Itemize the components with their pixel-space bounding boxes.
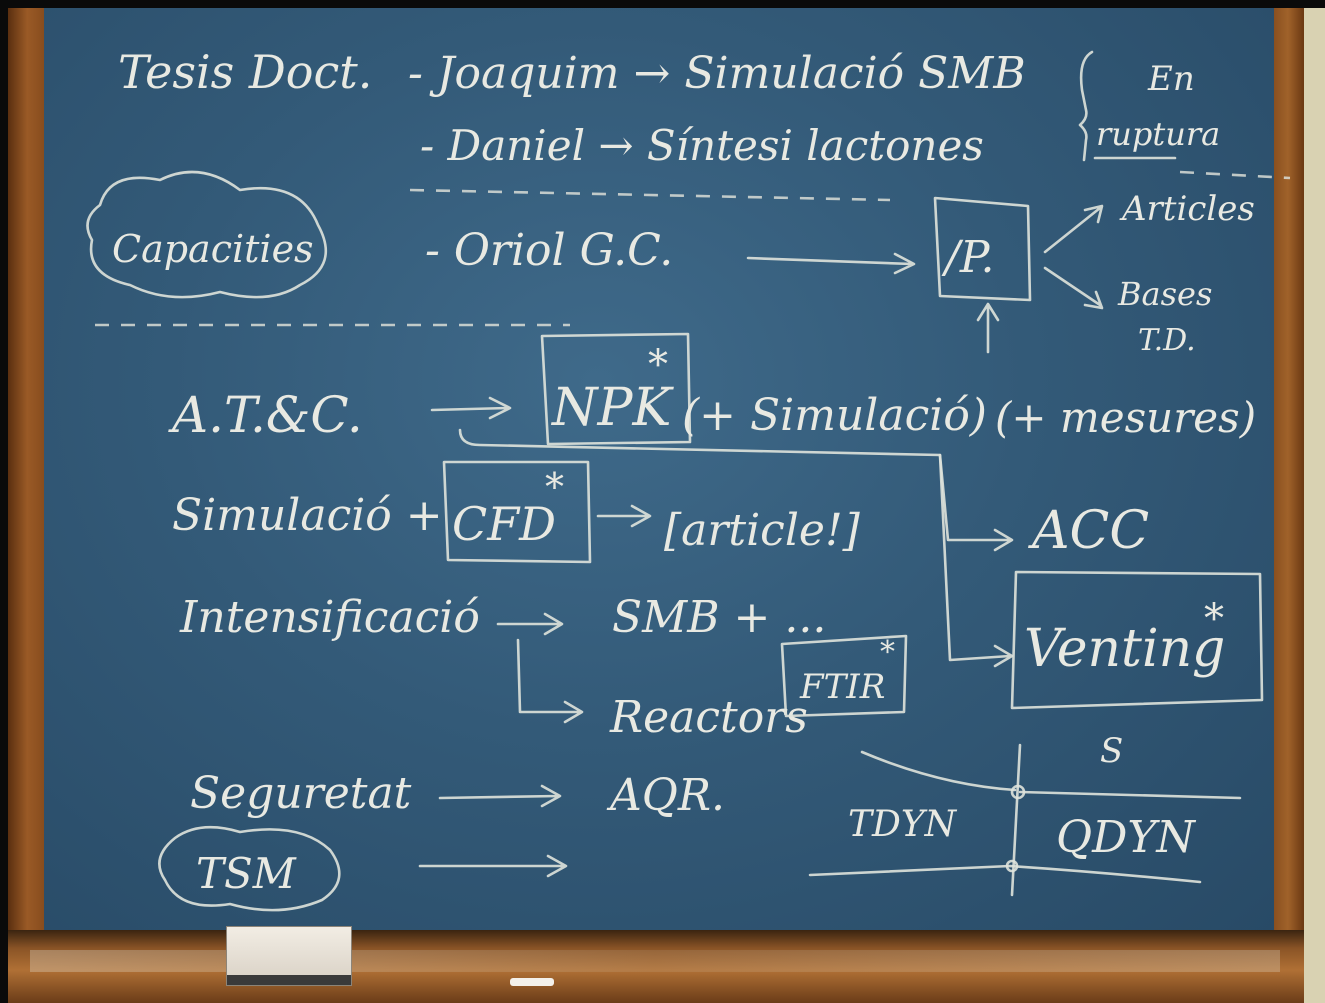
bracket-note-ruptura: ruptura [1096,115,1220,153]
connector-to-venting [938,453,1014,668]
npk-mesures: (+ mesures) [995,393,1256,442]
npk-simulacio: (+ Simulació) [682,390,987,441]
aqr-label: AQR. [606,770,725,821]
chalk-ledge [8,930,1304,1003]
articles-label: Articles [1119,189,1255,229]
atc-label: A.T.&C. [168,386,363,444]
node-upper [1010,784,1026,800]
acc-label: ACC [1028,501,1149,561]
lower-line [808,864,1202,884]
simulacio-label: Simulació + [172,490,443,541]
curly-bracket [1078,50,1094,162]
reactors-label: Reactors [609,692,808,743]
vertical-axis [1010,743,1022,897]
article-bracket: [article!] [664,505,861,556]
npk-box-outline [540,332,692,446]
oriol-item: - Oriol G.C. [425,225,673,276]
ftir-box-label: FTIR [799,667,885,707]
divider-1b [1179,170,1291,180]
cloud-tsm [158,825,341,912]
node-lower [1005,859,1019,873]
ftir-asterisk: * [880,635,895,670]
tdyn-curve [860,750,1017,792]
arrow-seguretat-aqr [438,784,562,808]
tdyn-label: TDYN [848,804,958,845]
tsm-label: TSM [196,849,297,898]
wall [1304,8,1325,1003]
bases-td-label: T.D. [1138,323,1196,358]
arrow-intens-reactors [516,638,584,724]
ip-box-outline [933,196,1032,302]
ftir-box-outline [780,634,908,718]
smb-label: SMB + ... [612,592,826,643]
divider-1 [409,188,891,202]
intensificacio-label: Intensificació [179,592,480,643]
thesis-label: Tesis Doct. [118,45,372,99]
chalkboard [44,8,1274,940]
arrow-ip-bases [1043,266,1104,310]
bases-label: Bases [1117,275,1212,313]
arrow-cfd-article [596,504,652,528]
s-mark: S [1100,731,1123,771]
arrow-intens-smb [496,612,564,636]
arrow-oriol-ip [746,252,916,275]
arrow-tsm [418,854,568,878]
ip-box-label: /P. [941,232,995,283]
npk-asterisk: * [648,342,668,388]
npk-box-label: NPK [550,378,674,438]
connector-to-acc [458,428,1014,552]
venting-box-label: Venting [1024,619,1225,679]
arrow-atc-npk [430,396,512,420]
venting-asterisk: * [1204,596,1224,642]
arrow-ip-articles [1043,204,1104,254]
upper-line [1018,790,1242,800]
venting-box-outline [1010,570,1264,710]
capacities-label: Capacities [112,227,314,271]
board-eraser [226,926,352,986]
chalk-stick [510,978,554,986]
seguretat-label: Seguretat [190,768,412,819]
thesis-item-joaquim: - Joaquim → Simulació SMB [408,48,1026,99]
cloud-capacities [86,170,327,299]
bracket-note-en: En [1147,59,1195,99]
cfd-box-label: CFD [452,497,556,551]
qdyn-label: QDYN [1056,812,1196,863]
thesis-item-daniel: - Daniel → Síntesi lactones [420,121,984,170]
cfd-asterisk: * [545,465,564,509]
cfd-box-outline [442,460,592,564]
arrow-up-to-ip [976,302,1000,354]
